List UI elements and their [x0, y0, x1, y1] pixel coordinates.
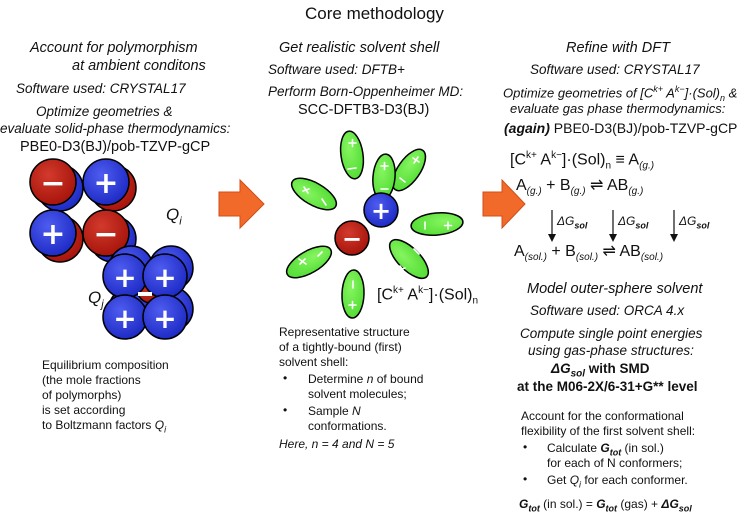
dg-sol-label-2: ΔGsol [618, 214, 649, 231]
solvent-1 [339, 130, 365, 180]
eq-definition: [Ck+ Ak−]·(Sol)n ≡ A(g.) [510, 150, 655, 172]
col3-compute-line1: Compute single point energies [520, 326, 703, 341]
polymorph-qi: − + + − [29, 158, 137, 263]
qi-front-layer: − + + − [29, 158, 130, 257]
dg-sol-label-1: ΔGsol [557, 214, 588, 231]
step-arrow-1 [218, 178, 265, 230]
col1-heading-line2: at ambient conditons [72, 58, 206, 74]
svg-text:+: + [113, 302, 136, 335]
col3-outer-software: Software used: ORCA 4.x [530, 303, 685, 318]
col3-compute-line2: using gas-phase structures: [528, 343, 694, 358]
label-qj: Qj [88, 288, 104, 311]
polymorph-qj: + + + + [102, 245, 194, 340]
col3-flex-bullet1-line1: Calculate Gtot (in sol.) [547, 441, 664, 458]
solvent-6 [388, 238, 430, 280]
col3-smd-line2: at the M06-2X/6-31+G** level [517, 379, 698, 394]
col1-note-line5: to Boltzmann factors Qi [42, 418, 167, 435]
col2-desc-line1: Representative structure [279, 325, 410, 339]
col3-flex-line2: flexibility of the first solvent shell: [521, 424, 696, 438]
col2-desc-line3: solvent shell: [279, 355, 349, 369]
label-qi: Qi [166, 205, 182, 228]
svg-text:+: + [40, 217, 65, 252]
col3-flex-bullet2: Get Qi for each conformer. [547, 473, 688, 490]
col2-here: Here, n = 4 and N = 5 [279, 437, 395, 451]
col1-method: PBE0-D3(BJ)/pob-TZVP-gCP [20, 139, 211, 155]
dg-sol-label-3: ΔGsol [679, 214, 710, 231]
col2-perform: Perform Born-Oppenheimer MD: [268, 84, 464, 99]
col1-optimize-line1: Optimize geometries & [36, 104, 173, 119]
solvent-2 [391, 148, 427, 192]
col3-flex-bullet2-dot: • [523, 472, 528, 486]
col2-bullet1-line2: solvent molecules; [308, 387, 407, 401]
col3-software: Software used: CRYSTAL17 [530, 62, 700, 77]
svg-text:−: − [40, 166, 65, 201]
col1-note-line3: of polymorphs) [42, 388, 122, 402]
col3-method: (again) PBE0-D3(BJ)/pob-TZVP-gCP [504, 120, 738, 136]
final-equation: Gtot (in sol.) = Gtot (gas) + ΔGsol [519, 497, 692, 514]
cluster-cation [363, 192, 399, 228]
solvation-arrows [548, 210, 678, 242]
col3-heading: Refine with DFT [566, 40, 670, 56]
solvent-3 [290, 177, 338, 211]
col2-heading: Get realistic solvent shell [279, 40, 440, 56]
col1-heading-line1: Account for polymorphism [30, 40, 198, 56]
diagram-title: Core methodology [305, 4, 444, 23]
col2-bullet1-line1: Determine n of bound [308, 372, 424, 386]
solvent-7 [341, 269, 365, 319]
col1-note-line4: is set according [42, 403, 126, 417]
svg-text:+: + [371, 197, 391, 225]
col3-flex-bullet1-dot: • [523, 440, 528, 454]
col2-bullet1-dot: • [283, 371, 288, 385]
step-arrow-2 [482, 178, 526, 230]
solvated-cluster: + − [285, 130, 464, 319]
svg-text:+: + [153, 302, 176, 335]
svg-text:+: + [153, 261, 176, 294]
svg-text:+: + [113, 261, 136, 294]
cluster-ions: + − [334, 192, 399, 256]
svg-text:+: + [93, 166, 118, 201]
col3-smd-line1: ΔGsol with SMD [551, 361, 650, 380]
col3-outer-heading: Model outer-sphere solvent [527, 281, 703, 297]
col1-note-line1: Equilibrium composition [42, 358, 169, 372]
svg-text:−: − [93, 217, 118, 252]
col2-desc-line2: of a tightly-bound (first) [279, 340, 402, 354]
solvent-dipole-marks [298, 138, 453, 310]
col1-optimize-line2: evaluate solid-phase thermodynamics: [0, 121, 231, 136]
cluster-anion [334, 220, 370, 256]
eq-gas-equilibrium: A(g.) + B(g.) ⇌ AB(g.) [516, 177, 644, 198]
col2-bullet2-line2: conformations. [308, 419, 387, 433]
solvent-5 [285, 245, 333, 279]
solvent-4 [410, 212, 464, 236]
col3-flex-bullet1-line2: for each of N conformers; [547, 456, 683, 470]
col3-optimize-line2: evaluate gas phase thermodynamics: [510, 101, 726, 116]
svg-text:−: − [342, 225, 362, 253]
col3-flex-line1: Account for the conformational [521, 409, 684, 423]
eq-solution-equilibrium: A(sol.) + B(sol.) ⇌ AB(sol.) [514, 243, 664, 264]
col1-note-line2: (the mole fractions [42, 373, 141, 387]
col3-optimize-line1: Optimize geometries of [Ck+ Ak−]·(Sol)n … [503, 84, 738, 103]
col2-bullet2-line1: Sample N [308, 404, 361, 418]
col2-method: SCC-DFTB3-D3(BJ) [298, 102, 430, 118]
col2-software: Software used: DFTB+ [268, 62, 405, 77]
col2-bullet2-dot: • [283, 403, 288, 417]
col1-software: Software used: CRYSTAL17 [16, 81, 186, 96]
cluster-label: [Ck+ Ak−]·(Sol)n [377, 285, 479, 307]
